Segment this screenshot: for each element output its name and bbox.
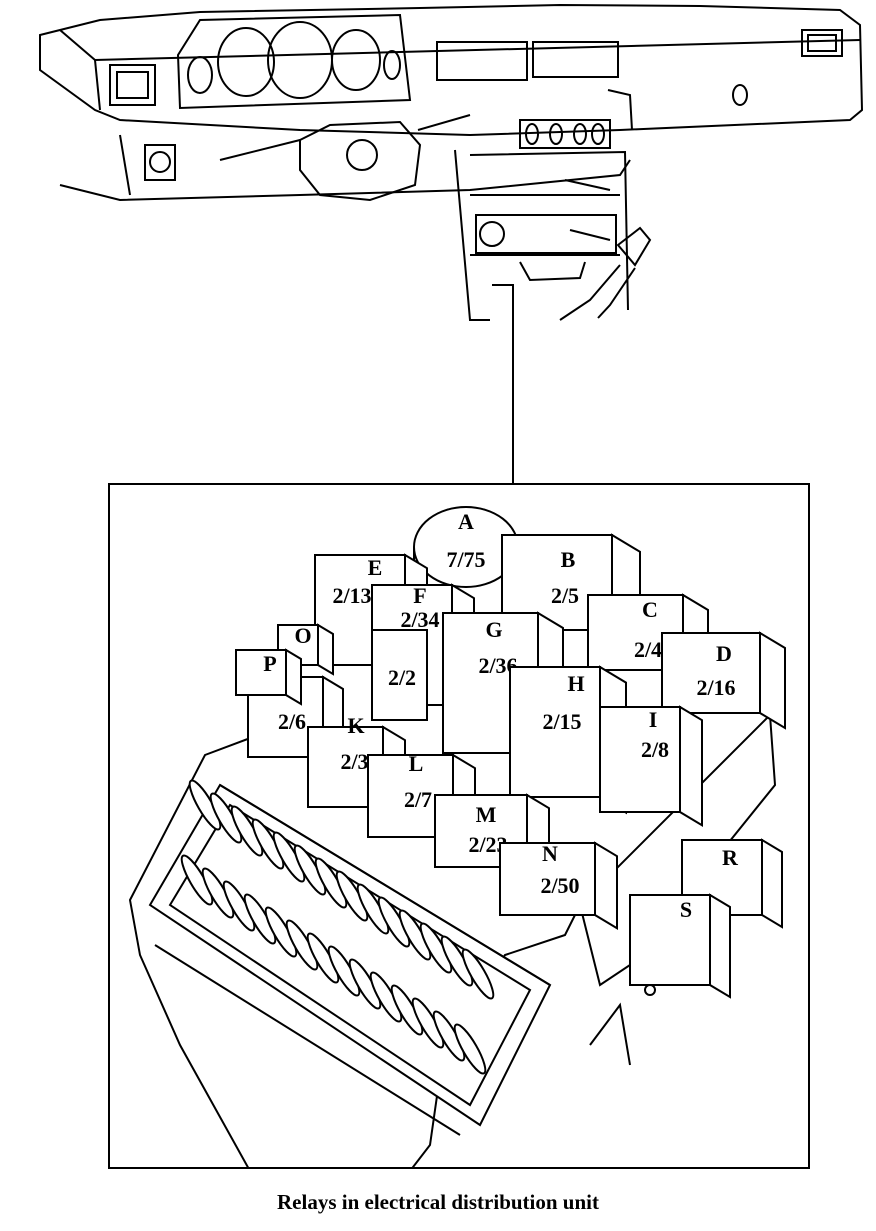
relay-i-side [679, 705, 703, 827]
relay-f-letter: F [413, 583, 426, 608]
relay-d-side [759, 631, 786, 730]
relay-n-letter: N [542, 841, 558, 866]
relay-l-code: 2/7 [404, 787, 432, 812]
relay-d-code: 2/16 [696, 675, 735, 700]
relay-s-letter: S [680, 897, 692, 922]
relay-i-letter: I [649, 707, 658, 732]
relay-f-code: 2/34 [400, 607, 439, 632]
relay-n-code: 2/50 [540, 873, 579, 898]
relay-h-letter: H [567, 671, 584, 696]
relay-e-code: 2/13 [332, 583, 371, 608]
figure-caption: Relays in electrical distribution unit [277, 1190, 599, 1214]
relay-o-side [317, 623, 334, 676]
relay-c-letter: C [642, 597, 658, 622]
relay-b-letter: B [561, 547, 576, 572]
relay-p-letter: P [263, 651, 276, 676]
relay-p-body [235, 649, 287, 696]
fuse-row [180, 779, 495, 1075]
relay-s-side [709, 893, 731, 999]
relay-n-body [499, 842, 596, 916]
relay-unlabeled-6-body [371, 629, 428, 721]
relay-k-letter: K [347, 713, 364, 738]
relay-d-body [661, 632, 761, 714]
relay-b-code: 2/5 [551, 583, 579, 608]
mounting-hole [644, 984, 656, 996]
relay-s-body [629, 894, 711, 986]
relay-h-code: 2/15 [542, 709, 581, 734]
relay-c-code: 2/4 [634, 637, 662, 662]
dashboard-illustration [0, 0, 876, 330]
relay-e-letter: E [368, 555, 383, 580]
relay-i-code: 2/8 [641, 737, 669, 762]
relay-m-letter: M [476, 802, 497, 827]
relay-a-code: 7/75 [446, 547, 485, 572]
relay-a-letter: A [458, 509, 474, 534]
relay-g-letter: G [485, 617, 502, 642]
block-tab [589, 1002, 631, 1066]
relay-unlabeled-6-code: 2/2 [388, 665, 416, 690]
relay-l-letter: L [409, 751, 424, 776]
relay-r-letter: R [722, 845, 739, 870]
relay-o-letter: O [294, 623, 311, 648]
relay-n-side [594, 841, 618, 930]
fuse [461, 948, 495, 1000]
relay-j-code: 2/6 [278, 709, 306, 734]
fuse [453, 1023, 487, 1075]
relay-d-letter: D [716, 641, 732, 666]
relay-i-body [599, 706, 681, 813]
relay-p-side [285, 648, 302, 706]
relay-r-side [761, 838, 783, 929]
